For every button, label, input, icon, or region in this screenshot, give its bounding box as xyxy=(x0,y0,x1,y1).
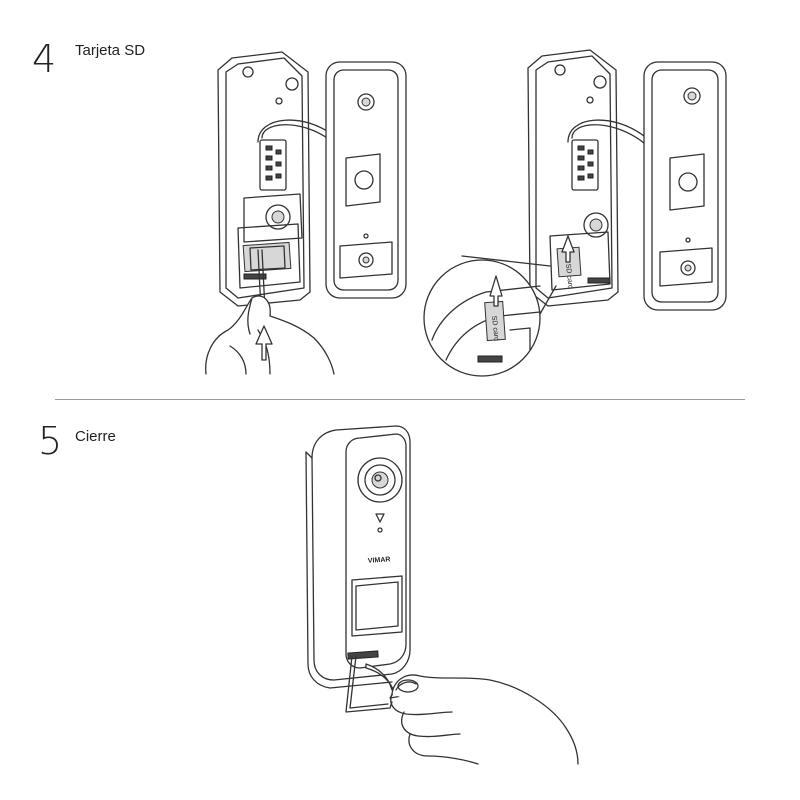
section-divider xyxy=(55,399,745,400)
step-4-title: Tarjeta SD xyxy=(75,42,146,59)
hand-illustration-left xyxy=(205,295,335,375)
doorbell-closed-illustration: VIMAR xyxy=(305,425,411,689)
sd-card-label-zoom: SD card xyxy=(490,315,500,341)
front-cover-right-illustration xyxy=(643,61,727,311)
hand-illustration-step5 xyxy=(390,674,579,765)
brand-logo: VIMAR xyxy=(368,556,391,565)
step-5-title: Cierre xyxy=(75,428,116,445)
sd-card-label-right: SD card xyxy=(564,263,574,289)
front-cover-left-illustration xyxy=(325,61,407,299)
doorbell-base-left-illustration xyxy=(217,51,371,331)
step-5-number: 5 xyxy=(38,419,63,463)
doorbell-base-right-illustration: SD card xyxy=(527,49,683,307)
step-4-number: 4 xyxy=(32,37,57,81)
zoom-callout-illustration: SD card xyxy=(423,255,557,377)
